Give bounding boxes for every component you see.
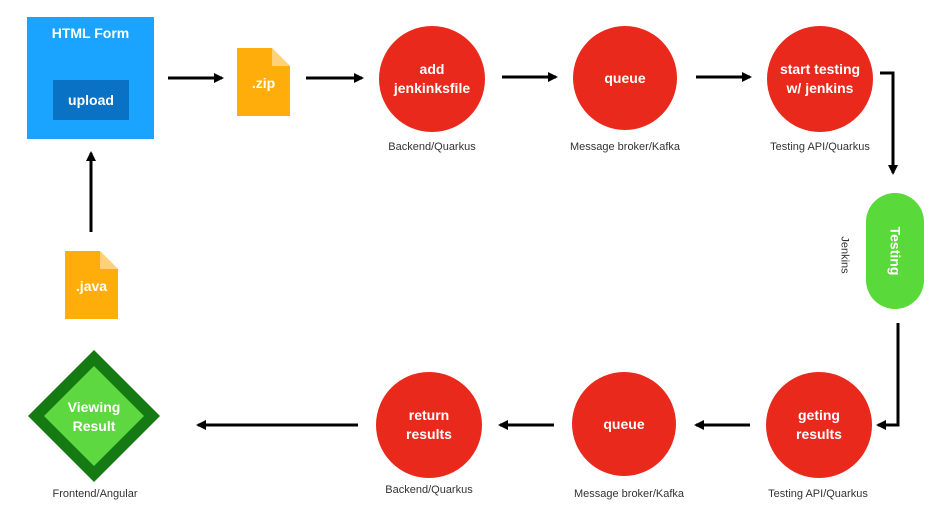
html-form-title: HTML Form bbox=[51, 25, 130, 41]
viewing-result-label: Viewing Result bbox=[67, 399, 121, 434]
jenkins-caption-wrap: Jenkins bbox=[835, 232, 855, 278]
queue-top-caption: Message broker/Kafka bbox=[569, 141, 681, 153]
testing-label: Testing bbox=[887, 226, 903, 276]
testing-label-wrap: Testing bbox=[879, 195, 911, 307]
add-jenkinsfile-label: add jenkinksfile bbox=[393, 61, 471, 96]
queue-top-label: queue bbox=[604, 69, 646, 86]
start-testing-node: start testing w/ jenkins bbox=[767, 26, 873, 132]
start-testing-caption: Testing API/Quarkus bbox=[770, 141, 870, 153]
return-results-label: return results bbox=[406, 407, 452, 442]
start-testing-label: start testing w/ jenkins bbox=[779, 61, 861, 96]
geting-results-node: geting results bbox=[766, 372, 872, 478]
html-form-box: HTML Form upload bbox=[27, 17, 154, 139]
arrow-start-to-testing bbox=[880, 71, 898, 175]
zip-file-label: .zip bbox=[251, 75, 276, 91]
jenkins-caption: Jenkins bbox=[839, 236, 852, 274]
testing-node bbox=[866, 193, 924, 309]
return-results-caption: Backend/Quarkus bbox=[385, 484, 473, 496]
queue-bottom-label: queue bbox=[603, 415, 645, 432]
upload-button[interactable]: upload bbox=[53, 80, 129, 120]
add-jenkinsfile-caption: Backend/Quarkus bbox=[388, 141, 476, 153]
arrow-testing-to-geting bbox=[876, 323, 900, 430]
zip-file-icon bbox=[237, 48, 290, 116]
java-file-icon bbox=[65, 251, 118, 319]
queue-bottom-caption: Message broker/Kafka bbox=[573, 488, 685, 500]
geting-results-label: geting results bbox=[796, 407, 842, 442]
viewing-result-caption: Frontend/Angular bbox=[52, 488, 138, 500]
return-results-node: return results bbox=[376, 372, 482, 478]
viewing-result-diamond bbox=[28, 350, 160, 482]
queue-top-node: queue bbox=[573, 26, 677, 130]
java-file-label: .java bbox=[75, 278, 108, 294]
queue-bottom-node: queue bbox=[572, 372, 676, 476]
add-jenkinsfile-node: add jenkinksfile bbox=[379, 26, 485, 132]
geting-results-caption: Testing API/Quarkus bbox=[768, 488, 868, 500]
